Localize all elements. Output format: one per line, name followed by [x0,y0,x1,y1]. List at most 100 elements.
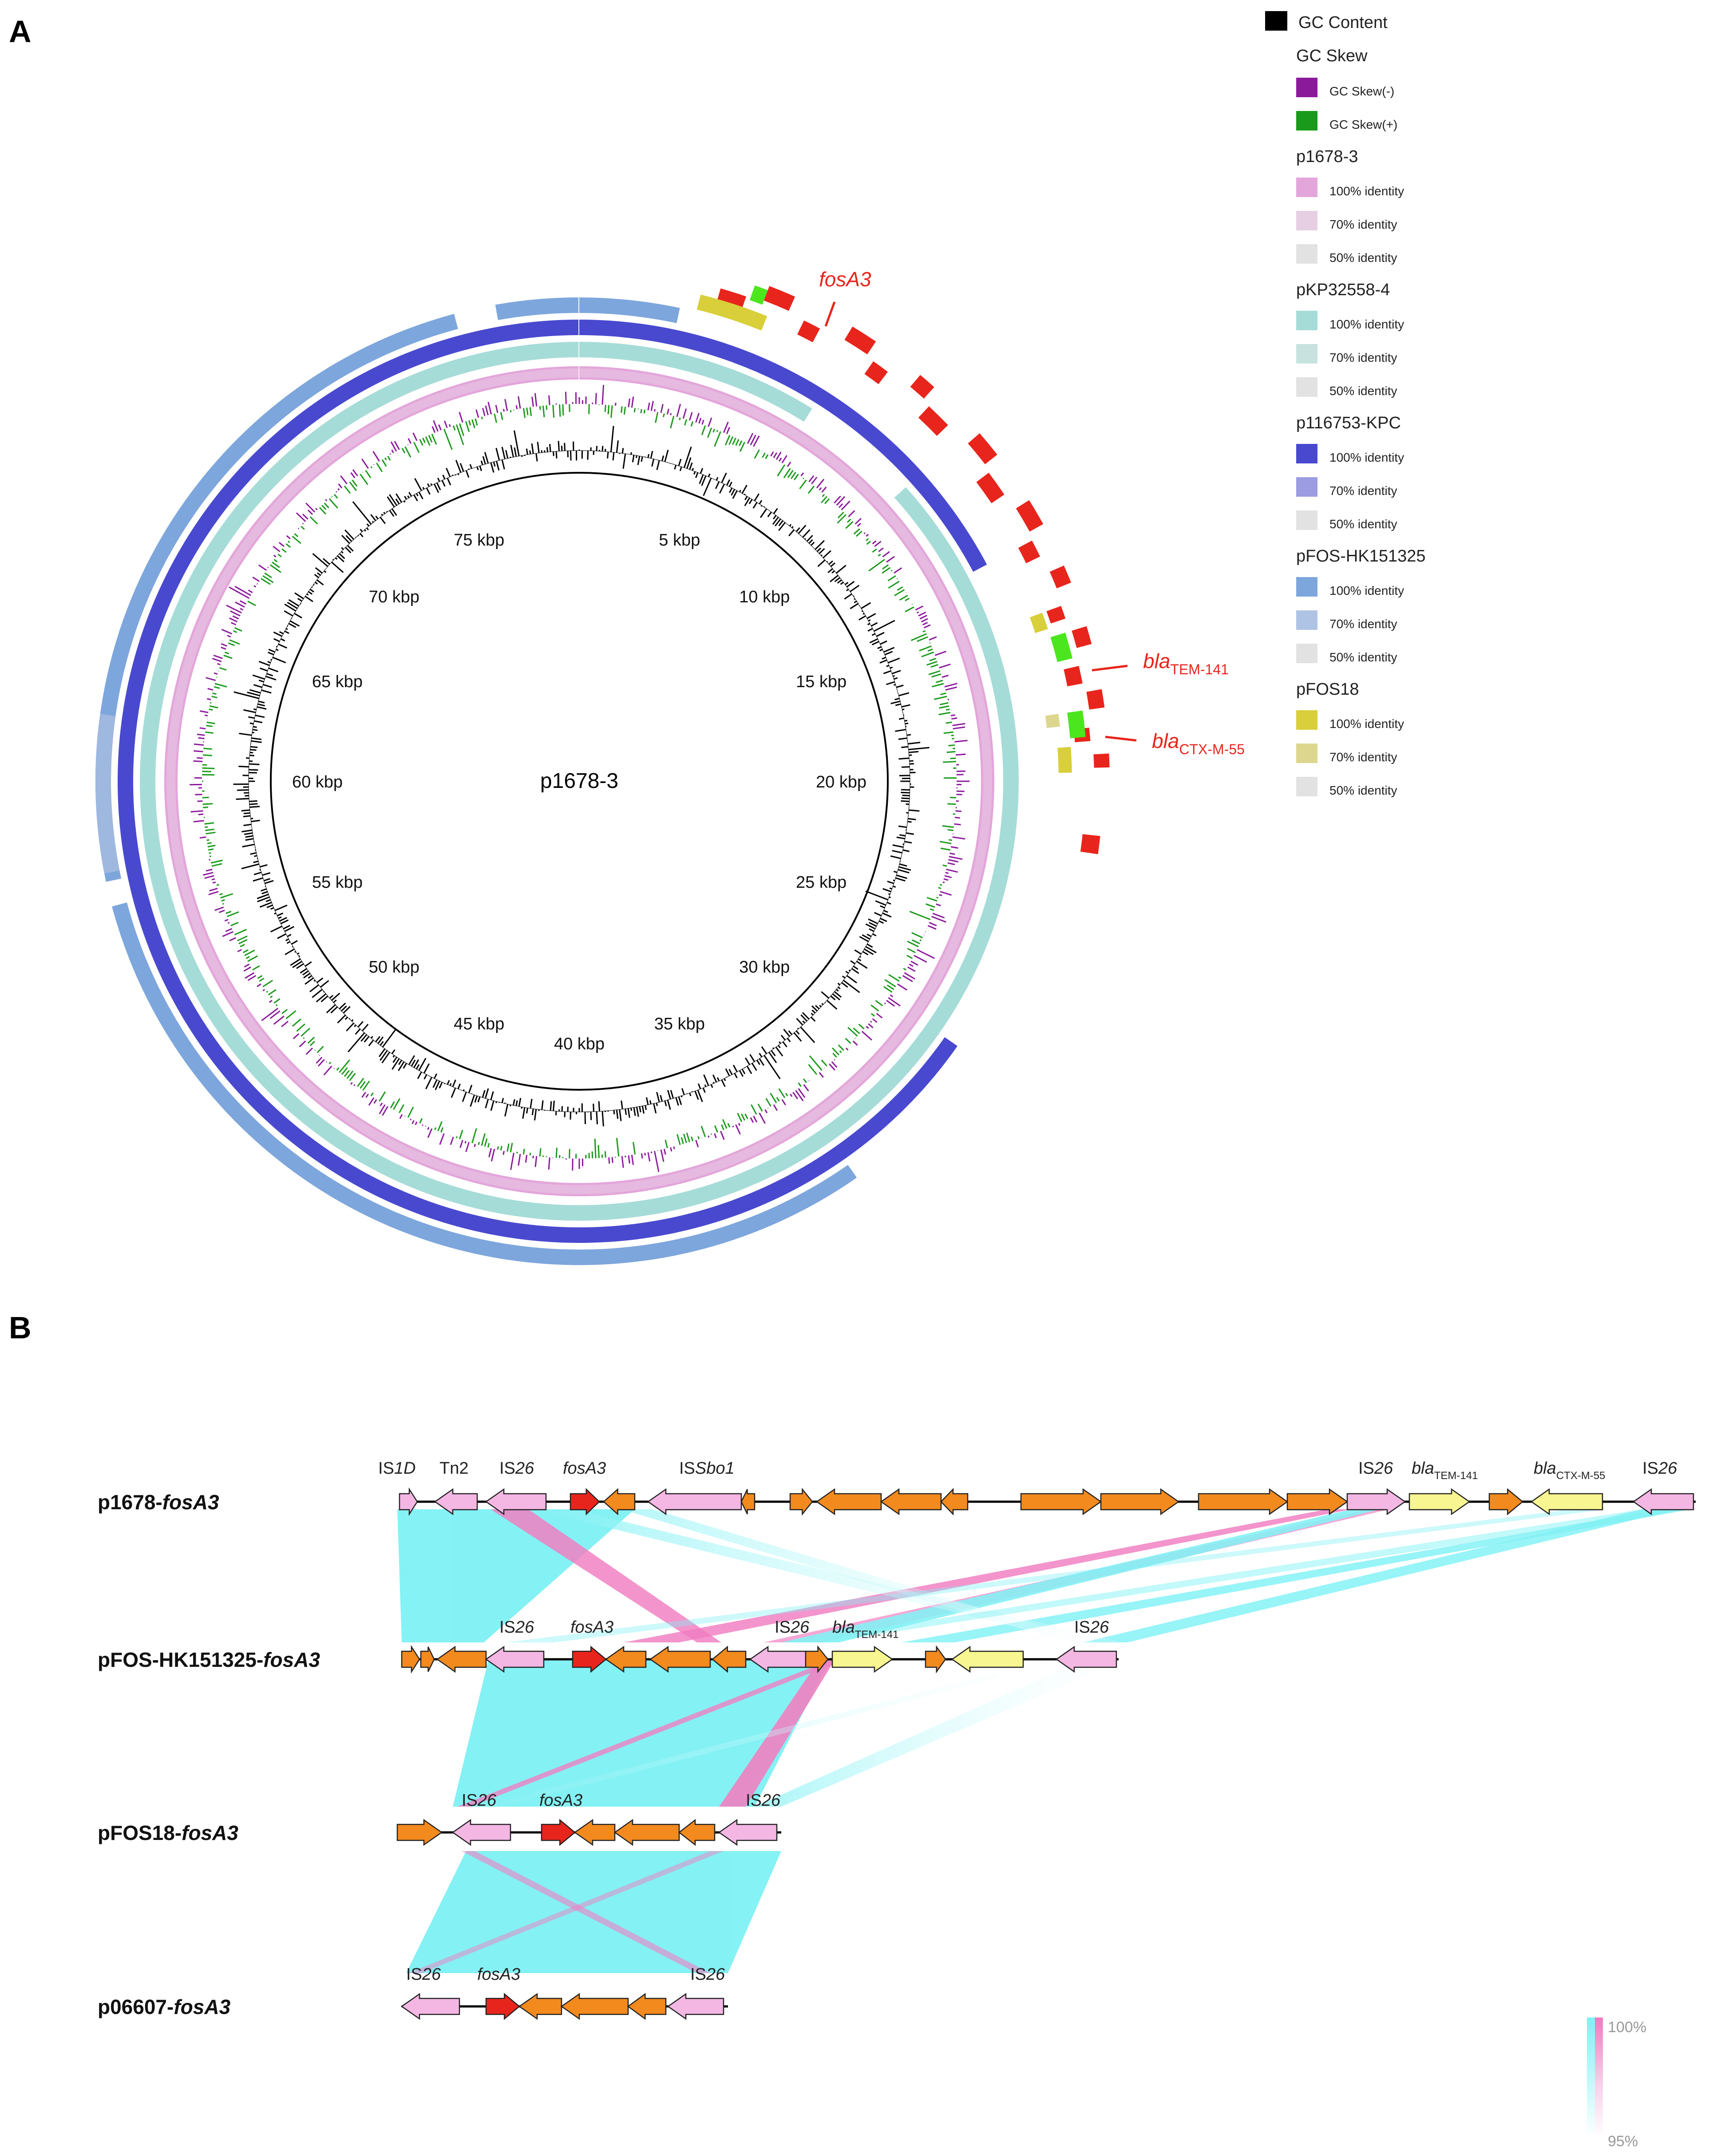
gene-label-base: IS [499,1459,515,1478]
resistance-gene-block [1093,753,1110,768]
resistance-gene-block [764,286,795,311]
annotation-bla-ctx-line [1105,736,1137,742]
orf-arrow [649,1646,711,1673]
gene-label-bla-tem: blaTEM-141 [832,1618,898,1641]
gene-label-tn2: Tn2 [439,1459,468,1478]
legend-item-label: 70% identity [1329,351,1397,364]
ribbon-forward [786,1509,1687,1642]
legend-swatch [1296,710,1317,730]
kbp-tick-label: 45 kbp [454,1015,504,1033]
gene-label-fosa3: fosA3 [477,1965,520,1984]
ribbons-1-2 [397,1509,1691,1642]
ribbon-inverse [462,1851,710,1973]
gene-label-is26: IS26 [462,1791,497,1810]
gene-label-bla-tem: blaTEM-141 [1412,1459,1478,1482]
orf-arrow [1020,1488,1102,1515]
kbp-tick-label: 65 kbp [312,673,363,691]
gene-label-base: IS [746,1791,762,1810]
identity-scale-bar-cyan [1587,2018,1595,2137]
gene-label-italic: 26 [761,1791,781,1810]
gene-label-sub: TEM-141 [1434,1470,1478,1482]
orf-arrow [518,1993,562,2020]
resistance-gene-block [1046,605,1066,624]
tn2-arrow [434,1488,478,1515]
is26-arrow [718,1819,778,1846]
orf-arrow [613,1819,680,1846]
gene-label-italic: Sbo1 [695,1459,735,1478]
legend-swatch [1296,444,1317,463]
ribbon-forward [621,1509,1096,1642]
identity-scale-max: 100% [1608,2019,1646,2036]
legend-item-label: 70% identity [1329,617,1397,631]
track-name: pFOS18-fosA3 [98,1821,238,1844]
bla-ctx-arrow [951,1646,1024,1673]
issbo1-arrow [647,1488,742,1515]
ring-pkp32558-4 [579,342,812,422]
gene-labels-track-2: IS26 fosA3 IS26 blaTEM-141 IS26 [499,1618,1109,1641]
legend-item-label: 50% identity [1329,251,1397,265]
kbp-tick-label: 25 kbp [796,873,847,892]
legend-item-label: 50% identity [1329,783,1397,797]
gc-skew-negative [190,385,970,1172]
gene-label-fosa3: fosA3 [570,1618,613,1637]
gene-label-base: bla [832,1618,855,1637]
is26-arrow [1346,1488,1406,1515]
ribbon-inverse [491,1509,721,1642]
resistance-gene-block [1086,689,1105,710]
bla-tem-base: bla [1143,649,1170,673]
gene-label-base: IS [775,1618,791,1637]
ribbons-2-3 [453,1660,1123,1807]
gene-label-italic: 26 [515,1618,534,1637]
legend-group-title: p116753-KPC [1296,414,1401,432]
kbp-tick-label: 55 kbp [312,873,363,892]
bla-ctx-sub: CTX-M-55 [1179,741,1245,757]
is1d-arrow [399,1487,418,1516]
gc-skew-track [190,385,970,1172]
gene-label-base: IS [1074,1618,1090,1637]
gene-label-base: IS [1642,1459,1658,1478]
bla-ctx-base: bla [1152,729,1179,752]
track-name-italic: fosA3 [174,1995,230,2018]
track-name-base: pFOS-HK151325- [98,1648,263,1671]
kbp-tick-label: 20 kbp [816,773,866,791]
track-name: p06607-fosA3 [98,1995,231,2018]
legend-swatch [1296,577,1317,597]
orf-arrow [605,1646,647,1673]
legend-swatch [1296,377,1317,397]
orf-arrow [925,1645,946,1673]
resistance-gene-block [1016,500,1044,532]
gene-labels-track-3: IS26 fosA3 IS26 [462,1791,781,1810]
gene-label-bla-ctx: blaCTX-M-55 [1534,1459,1605,1482]
legend-item-label: 100% identity [1329,584,1404,597]
gene-label-is26: IS26 [499,1618,534,1637]
gene-label-italic: 26 [422,1965,441,1984]
legend-swatch [1296,344,1317,364]
resistance-gene-block [1064,666,1083,687]
is26-arrow [400,1993,460,2020]
legend-swatch [1296,111,1317,131]
ribbon-forward [406,1851,781,1973]
annotation-bla-tem-line [1092,665,1128,672]
kbp-tick-label: 70 kbp [369,588,419,606]
resistance-gene-block [864,361,888,384]
gene-label-is26: IS26 [775,1618,810,1637]
gc-content-track [233,426,930,1127]
is26-arrow [485,1646,545,1673]
is26-arrow [451,1819,511,1846]
orf-arrow [880,1488,942,1515]
ribbon-forward [1083,1509,1678,1642]
annotation-bla-ctx: blaCTX-M-55 [1152,729,1245,757]
linear-comparison: p1678-fosA3 pFOS-HK151325-fosA3 pFOS18-f… [98,1459,1696,2150]
gene-label-is26: IS26 [1074,1618,1109,1637]
gene-label-base: IS [406,1965,422,1984]
center-plasmid-label: p1678-3 [540,769,618,793]
gene-label-base: IS [378,1459,394,1478]
gene-label-base: bla [1412,1459,1434,1478]
fosa3-arrow [485,1993,520,2020]
kbp-tick-label: 50 kbp [369,958,419,977]
legend-group-title: p1678-3 [1296,147,1358,166]
orf-arrow [712,1646,747,1673]
orf-arrow [1198,1488,1289,1515]
gene-label-sub: TEM-141 [855,1629,899,1641]
